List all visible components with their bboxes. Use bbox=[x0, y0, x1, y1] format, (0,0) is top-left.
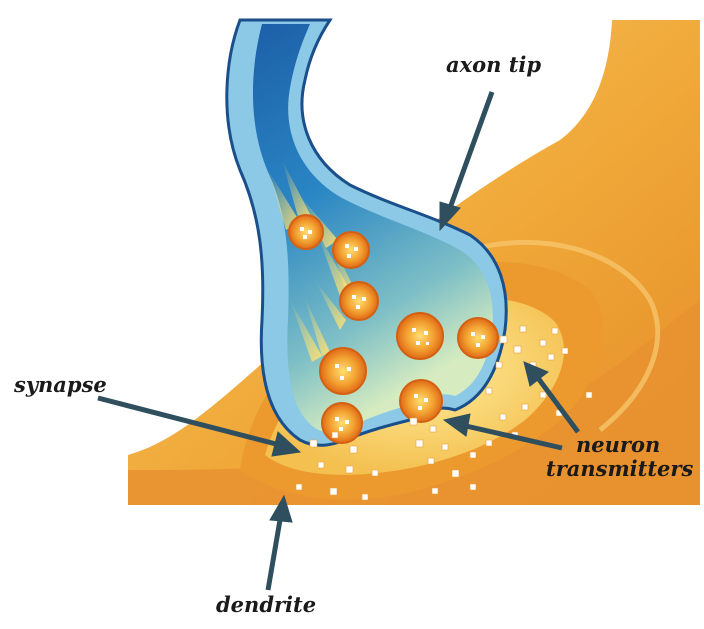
vesicle bbox=[289, 215, 323, 249]
dendrite-label: dendrite bbox=[216, 594, 316, 616]
vesicle bbox=[400, 380, 442, 422]
neuron-transmitters-label-line2: transmitters bbox=[546, 458, 693, 480]
vesicle bbox=[333, 232, 369, 268]
dendrite-arrow bbox=[268, 520, 280, 590]
axon-tip-label: axon tip bbox=[446, 54, 541, 76]
vesicle bbox=[320, 348, 366, 394]
vesicle bbox=[340, 282, 378, 320]
vesicle bbox=[322, 403, 362, 443]
vesicle bbox=[458, 318, 498, 358]
neuron-transmitters-label-line1: neuron bbox=[576, 434, 660, 456]
synapse-label: synapse bbox=[14, 374, 107, 396]
vesicle bbox=[397, 313, 443, 359]
